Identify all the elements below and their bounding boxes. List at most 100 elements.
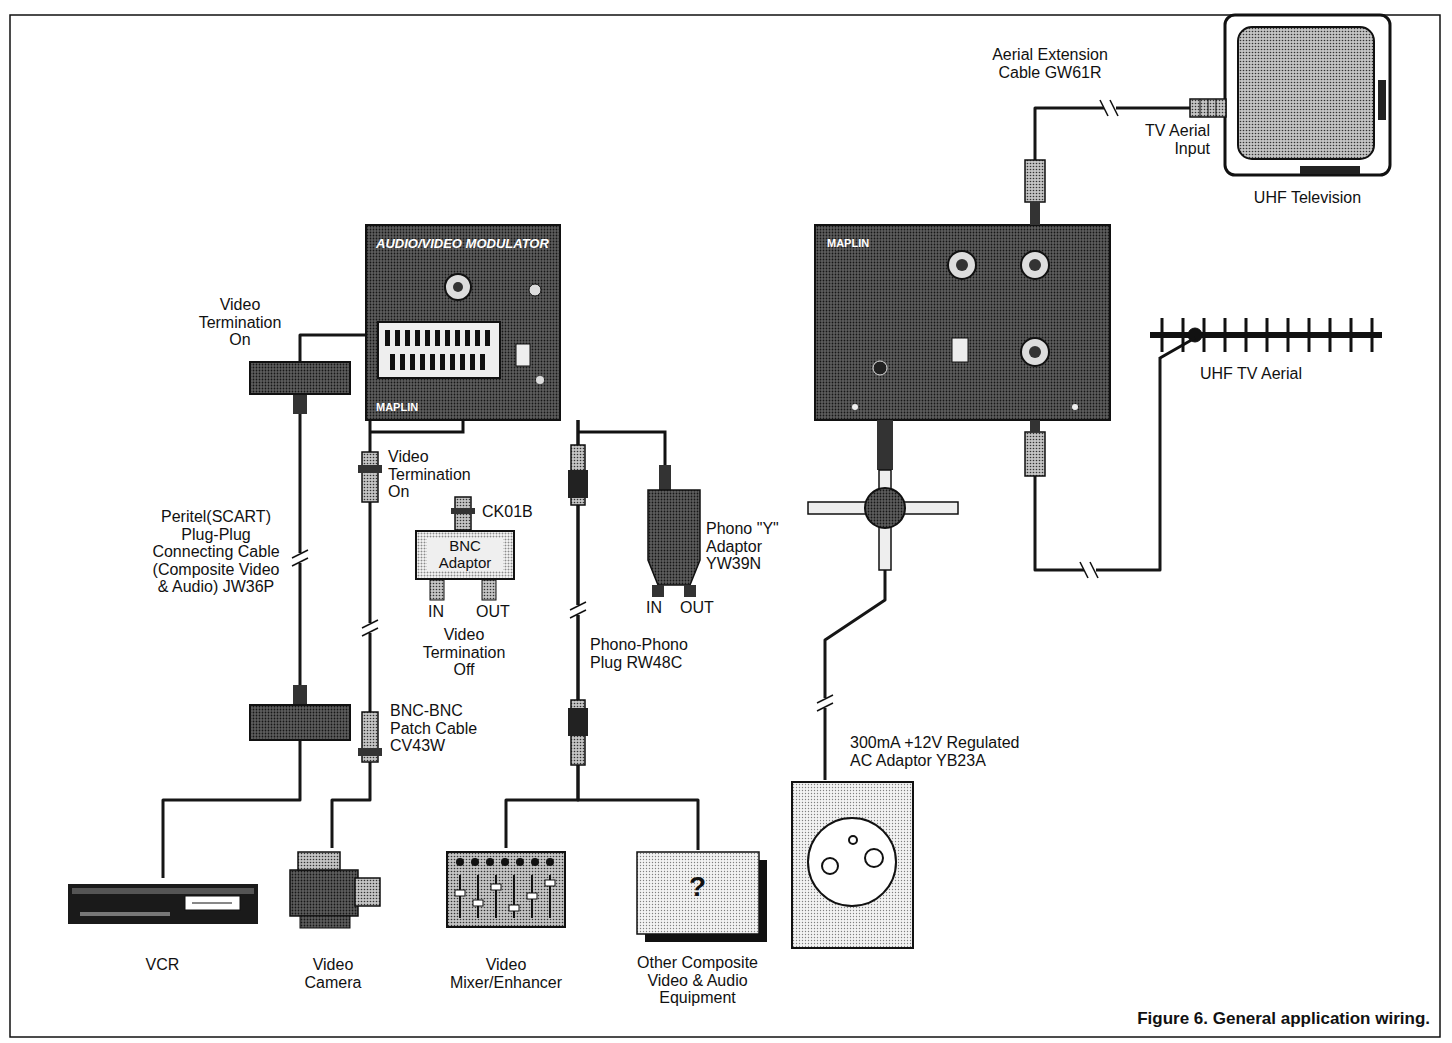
modulator-panel bbox=[405, 330, 410, 346]
yagi-aerial bbox=[1150, 318, 1382, 358]
cable-break-mark bbox=[1080, 562, 1088, 578]
bnc-plug bbox=[358, 452, 382, 762]
mixer-drawing bbox=[471, 858, 479, 866]
yagi-aerial bbox=[1161, 318, 1164, 352]
phono-plug bbox=[568, 708, 588, 736]
modulator-panel bbox=[480, 354, 485, 370]
yagi-aerial bbox=[1287, 318, 1290, 352]
node-label: AUDIO/VIDEO MODULATOR bbox=[376, 237, 549, 251]
coax-plug bbox=[1025, 160, 1045, 476]
modulator-panel bbox=[485, 330, 490, 346]
camera-drawing bbox=[290, 852, 380, 928]
modulator-panel bbox=[378, 322, 500, 378]
node-label: VCR bbox=[65, 956, 260, 974]
modulator-panel bbox=[390, 354, 395, 370]
mixer-drawing bbox=[546, 858, 554, 866]
bnc-adaptor-fittings bbox=[430, 580, 444, 600]
cable-connector bbox=[578, 420, 698, 850]
mixer-drawing bbox=[509, 905, 519, 911]
video-camera: Video Camera bbox=[283, 848, 383, 933]
cable-connector bbox=[825, 420, 885, 780]
television-drawing bbox=[1300, 166, 1360, 174]
mixer-drawing bbox=[501, 858, 509, 866]
ac-adaptor-drawing bbox=[792, 782, 913, 948]
phono-y-adaptor bbox=[648, 465, 700, 597]
power-inserter-panel bbox=[1021, 338, 1049, 366]
callout-label: CK01B bbox=[482, 503, 533, 521]
cable-break-mark bbox=[292, 558, 308, 566]
ac-adaptor-drawing bbox=[792, 782, 913, 948]
bnc-plug bbox=[362, 452, 378, 502]
yagi-aerial bbox=[1203, 318, 1206, 352]
callout-label: IN bbox=[428, 603, 444, 621]
signal-wire bbox=[370, 420, 463, 432]
modulator-panel bbox=[455, 330, 460, 346]
bnc-adaptor-fittings bbox=[482, 580, 496, 600]
callout-label: IN bbox=[646, 599, 662, 617]
mixer-drawing bbox=[486, 858, 494, 866]
yagi-aerial bbox=[1329, 318, 1332, 352]
ac-adaptor: 300mA +12V Regulated AC Adaptor YB23A bbox=[790, 780, 915, 950]
power-inserter-panel bbox=[815, 225, 1110, 420]
callout-label: TV Aerial Input bbox=[1112, 122, 1210, 157]
callout-label: Peritel(SCART) Plug-Plug Connecting Cabl… bbox=[146, 508, 286, 596]
mixer-drawing bbox=[447, 852, 565, 927]
modulator-panel bbox=[385, 330, 390, 346]
phono-plug bbox=[568, 470, 588, 498]
cable-break-mark bbox=[1100, 100, 1108, 116]
modulator-panel bbox=[445, 330, 450, 346]
scart-plug bbox=[250, 362, 350, 394]
bnc-adaptor-fittings bbox=[451, 508, 475, 514]
modulator-panel bbox=[425, 330, 430, 346]
ac-adaptor-drawing bbox=[865, 849, 883, 867]
camera-drawing bbox=[298, 852, 340, 870]
modulator-box: AUDIO/VIDEO MODULATORMAPLIN bbox=[366, 225, 560, 420]
callout-label: Phono-Phono Plug RW48C bbox=[590, 636, 708, 671]
modulator-panel bbox=[516, 344, 530, 366]
power-inserter-panel bbox=[1021, 251, 1049, 279]
cable-connector bbox=[506, 420, 578, 848]
yagi-aerial bbox=[1266, 318, 1269, 352]
mixer-drawing bbox=[513, 875, 515, 918]
modulator-panel bbox=[410, 354, 415, 370]
television-drawing bbox=[1225, 15, 1390, 175]
coax-plug bbox=[1025, 160, 1045, 202]
power-inserter-panel bbox=[873, 361, 887, 375]
power-inserter-panel bbox=[948, 251, 976, 279]
yagi-aerial bbox=[1160, 338, 1195, 358]
cable-break-mark bbox=[570, 602, 586, 610]
modulator-panel bbox=[470, 354, 475, 370]
node-label: Other Composite Video & Audio Equipment bbox=[625, 954, 770, 1007]
node-label: MAPLIN bbox=[827, 237, 869, 249]
callout-label: Phono "Y" Adaptor YW39N bbox=[706, 520, 796, 573]
mixer-drawing bbox=[455, 890, 465, 896]
modulator-panel bbox=[460, 354, 465, 370]
figure-frame bbox=[10, 15, 1440, 1037]
modulator-panel bbox=[536, 376, 544, 384]
mixer-drawing bbox=[495, 875, 497, 918]
modulator-panel bbox=[529, 284, 541, 296]
vcr-drawing bbox=[72, 888, 254, 894]
vcr-drawing bbox=[192, 903, 232, 904]
power-inserter-panel bbox=[852, 404, 858, 410]
coax-plug bbox=[1025, 432, 1045, 476]
yagi-aerial bbox=[1350, 318, 1353, 352]
bnc-adaptor: BNC Adaptor bbox=[415, 530, 515, 580]
callout-label: Video Termination Off bbox=[414, 626, 514, 679]
cable-break-mark bbox=[817, 695, 833, 703]
callout-label: Video Termination On bbox=[190, 296, 290, 349]
video-mixer: Video Mixer/Enhancer bbox=[445, 848, 567, 928]
modulator-panel bbox=[453, 282, 463, 292]
mixer-drawing bbox=[545, 880, 555, 886]
bnc-plug bbox=[358, 748, 382, 756]
aerial-input-plug bbox=[1216, 99, 1217, 117]
callout-label: BNC-BNC Patch Cable CV43W bbox=[390, 702, 490, 755]
node-label: 300mA +12V Regulated AC Adaptor YB23A bbox=[850, 734, 1035, 769]
power-inserter-panel bbox=[1029, 259, 1041, 271]
coax-plug bbox=[1030, 202, 1040, 225]
mixer-drawing bbox=[456, 858, 464, 866]
ac-adaptor-drawing bbox=[822, 858, 838, 874]
aerial-input-plug bbox=[1190, 99, 1226, 117]
power-inserter-box: MAPLIN bbox=[815, 225, 1110, 420]
scart-plug bbox=[250, 705, 350, 740]
